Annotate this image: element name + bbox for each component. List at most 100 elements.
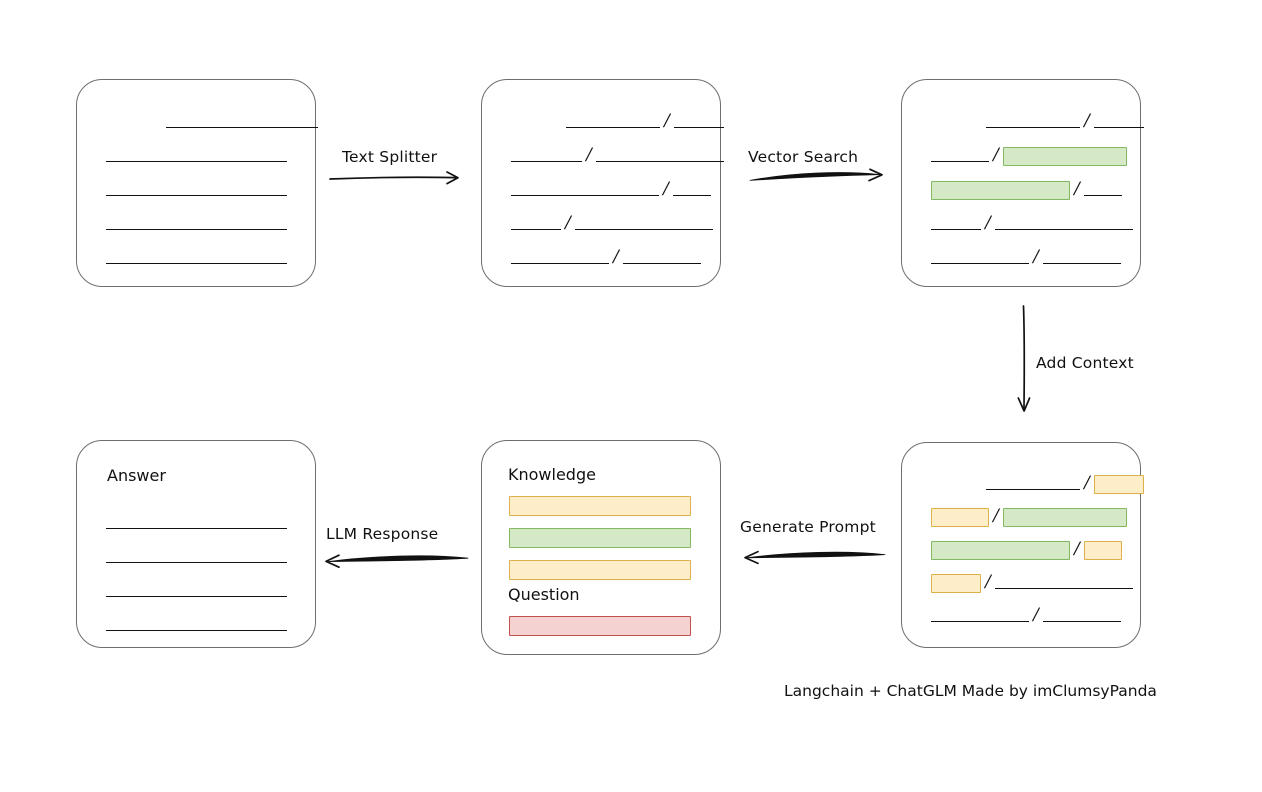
card-prompt[interactable]: Knowledge Question [481,440,721,655]
chunk-highlight-green[interactable] [1003,146,1127,166]
text-line [575,229,713,230]
text-line [931,621,1029,622]
text-line [931,229,981,230]
chunk-highlight-yellow[interactable] [931,573,981,593]
text-line [995,588,1133,589]
card-split-rows: / / / / / [482,80,724,286]
text-line [106,161,287,162]
question-label: Question [508,585,580,604]
arrow-vector-search [749,168,883,182]
chunk-separator-slash: / [565,213,571,233]
chunk-separator-slash: / [1084,473,1090,493]
chunk-highlight-green[interactable] [1003,507,1127,527]
document-row [106,583,287,599]
knowledge-bar-1[interactable] [509,496,691,516]
arrow-label-llm-response: LLM Response [326,525,439,543]
text-line [986,489,1080,490]
chunk-separator-slash: / [664,111,670,131]
chunk-separator-slash: / [613,247,619,267]
document-row: / [931,247,1121,267]
knowledge-label: Knowledge [508,465,596,484]
text-line [106,528,287,529]
document-row: / [931,213,1133,233]
chunk-separator-slash: / [985,572,991,592]
arrow-text-splitter [329,171,459,185]
chunk-highlight-green[interactable] [931,180,1070,200]
chunk-separator-slash: / [993,506,999,526]
document-row [106,114,318,130]
arrow-label-text-splitter: Text Splitter [342,148,438,166]
card-context-rows: / / / / / [902,443,1144,647]
chunk-separator-slash: / [1074,179,1080,199]
text-line [986,127,1080,128]
document-row: / [931,605,1121,625]
text-line [1043,263,1121,264]
chunk-separator-slash: / [1084,111,1090,131]
document-row: / [931,111,1144,131]
document-row [106,515,287,531]
document-row: / [511,145,724,165]
arrow-add-context [1017,305,1031,412]
arrow-llm-response [325,554,469,569]
chunk-separator-slash: / [663,179,669,199]
knowledge-bar-2[interactable] [509,528,691,548]
document-row [106,250,287,266]
text-line [106,263,287,264]
text-line [1094,127,1144,128]
document-row: / [511,247,701,267]
document-row: / [931,473,1144,494]
document-row [106,148,287,164]
text-line [1084,195,1122,196]
chunk-highlight-yellow[interactable] [1084,540,1122,560]
text-line [566,127,660,128]
answer-title: Answer [107,466,166,485]
text-line [106,630,287,631]
document-row [106,216,287,232]
chunk-separator-slash: / [985,213,991,233]
text-line [596,161,724,162]
arrow-label-generate-prompt: Generate Prompt [740,518,876,536]
text-line [166,127,318,128]
text-line [511,263,609,264]
document-row: / [511,213,713,233]
card-context-chunks[interactable]: / / / / / [901,442,1144,648]
document-row [106,549,287,565]
chunk-separator-slash: / [586,145,592,165]
arrow-generate-prompt [744,550,886,565]
card-source-document[interactable] [76,79,318,287]
text-line [511,195,659,196]
text-line [623,263,701,264]
text-line [106,229,287,230]
card-matched-rows: ///// [902,80,1144,286]
arrow-label-vector-search: Vector Search [748,148,859,166]
diagram-caption: Langchain + ChatGLM Made by imClumsyPand… [784,682,1157,700]
text-line [511,229,561,230]
text-line [106,596,287,597]
card-matched-chunks[interactable]: ///// [901,79,1144,287]
chunk-separator-slash: / [1033,247,1039,267]
card-answer[interactable]: Answer [76,440,316,648]
knowledge-bar-3[interactable] [509,560,691,580]
document-row: / [931,506,1127,527]
chunk-separator-slash: / [1074,539,1080,559]
card-split-chunks[interactable]: / / / / / [481,79,724,287]
question-bar-1[interactable] [509,616,691,636]
document-row: / [931,539,1122,560]
document-row [106,617,287,633]
chunk-highlight-yellow[interactable] [1094,474,1144,494]
document-row [106,182,287,198]
text-line [995,229,1133,230]
text-line [106,195,287,196]
text-line [931,263,1029,264]
text-line [106,562,287,563]
chunk-highlight-yellow[interactable] [931,507,989,527]
chunk-separator-slash: / [1033,605,1039,625]
card-source-rows [77,80,318,286]
text-line [674,127,724,128]
chunk-highlight-green[interactable] [931,540,1070,560]
document-row: / [931,572,1133,593]
card-answer-rows [77,441,315,647]
text-line [931,161,989,162]
text-line [1043,621,1121,622]
